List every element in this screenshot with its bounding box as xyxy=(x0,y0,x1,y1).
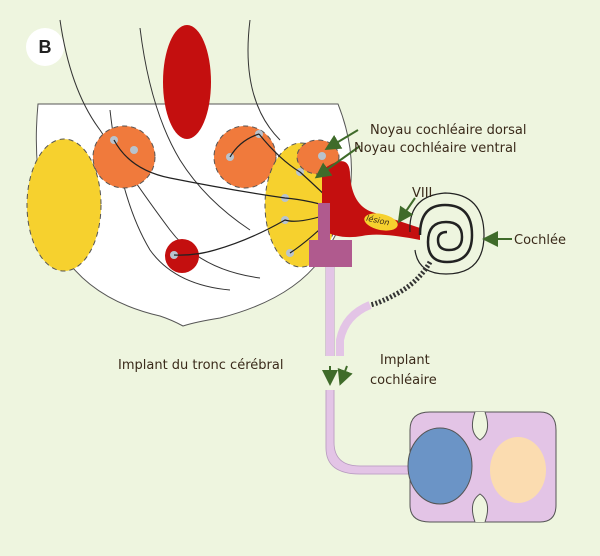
cochlear-implant-arrow xyxy=(337,365,353,386)
orange-left-nucleus xyxy=(92,125,156,189)
dorsal-nucleus-label: Noyau cochléaire dorsal xyxy=(370,123,527,138)
nerve-fibers xyxy=(113,133,341,256)
red-midline-nucleus xyxy=(163,25,211,139)
cochlea-spiral xyxy=(409,192,485,275)
cochlear-electrode-array xyxy=(369,260,433,308)
brainstem-implant-lead-fill xyxy=(326,267,334,356)
inner-contour xyxy=(139,27,251,231)
ventral-label-arrow xyxy=(314,145,361,179)
cochlear-implant-label-line1: Implant xyxy=(380,353,430,368)
brainstem-implant-paddle xyxy=(309,240,352,267)
cochlea-label: Cochlée xyxy=(514,233,567,248)
brainstem-implant-label: Implant du tronc cérébral xyxy=(118,358,284,373)
yellow-left-nucleus xyxy=(26,138,102,272)
processor-peach-disc xyxy=(490,437,546,503)
cochlear-implant-label-line2: cochléaire xyxy=(370,373,437,388)
lesion-zone xyxy=(364,213,398,231)
panel-letter-badge: B xyxy=(26,28,64,66)
processor-blue-disc xyxy=(407,427,473,505)
combined-lead xyxy=(325,390,410,475)
orange-right-nucleus xyxy=(213,125,277,189)
dorsal-label-arrow xyxy=(324,129,359,151)
red-small-nucleus xyxy=(165,239,199,273)
inner-contour xyxy=(247,19,281,141)
viii-label-arrow xyxy=(397,197,416,224)
inner-contour xyxy=(59,19,261,279)
cochlear-implant-lead xyxy=(336,301,372,356)
ventral-nucleus-label: Noyau cochléaire ventral xyxy=(354,141,517,156)
auditory-nerve-viii xyxy=(322,161,420,240)
processor-notch xyxy=(471,411,489,523)
brainstem-implant-stem xyxy=(318,203,330,243)
nerve-viii-label: VIII xyxy=(412,186,433,201)
